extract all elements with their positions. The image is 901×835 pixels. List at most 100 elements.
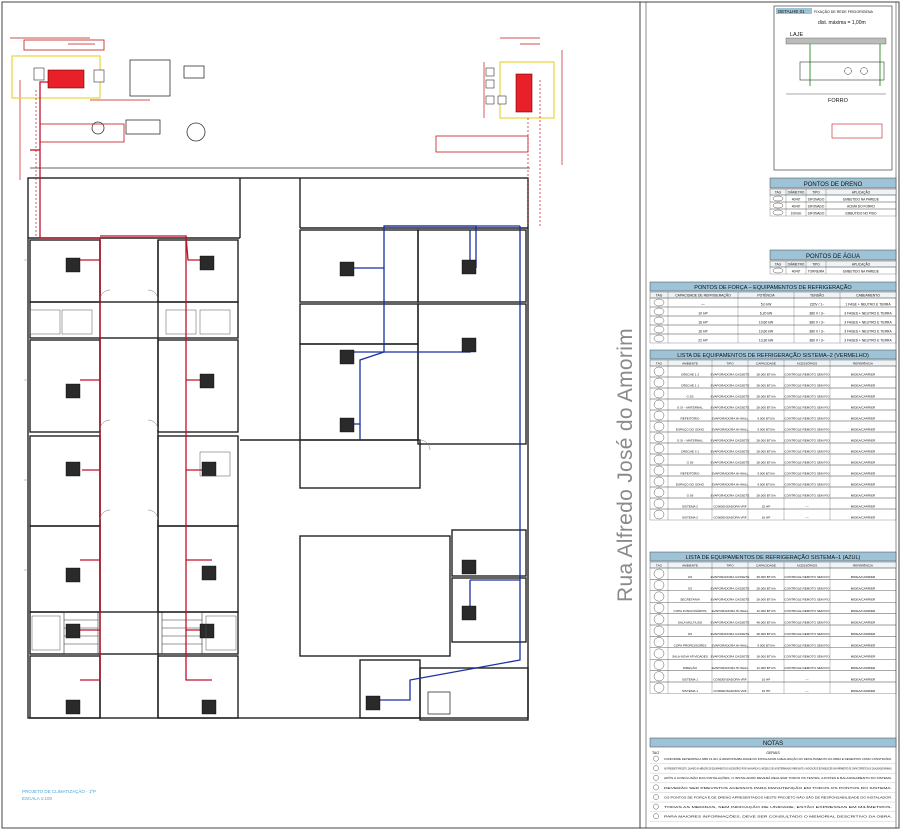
forca-cell: 5,0 kW <box>761 303 772 307</box>
sys2-tag-symbol <box>653 476 665 487</box>
sys2-cell: CONTROLE REMOTO SEM FIO <box>784 472 830 476</box>
sys2-cell: CRECHE 1 1 <box>681 384 700 388</box>
sys2-cell: MIDEA/CARRIER <box>851 428 876 432</box>
sys2-cell: G 5I – MATERNAL <box>677 439 703 443</box>
sys2-header-cell: REFERÊNCIA <box>853 360 874 365</box>
agua-tag-symbol <box>772 267 784 274</box>
building-walls <box>27 177 529 721</box>
dreno-title: PONTOS DE DRENO <box>804 182 863 188</box>
sys2-cell: G 5I – MATERNAL <box>677 406 703 410</box>
sys1-cell: CONTROLE REMOTO SEM FIO <box>784 621 830 625</box>
nota-item: DEVERÃO SER PREVISTOS ACESSOS PARA MANUT… <box>664 785 892 790</box>
sys2-tag-symbol <box>653 410 665 421</box>
sys2-cell: 28.000 BTU/h <box>756 450 775 454</box>
sys1-cell: COPA FUNCIONÁRIOS <box>674 609 707 613</box>
sys1-tag-symbol <box>653 603 665 613</box>
sys2-cell: ESPAÇO DO SONO <box>676 483 705 487</box>
forca-cell: 22 HP <box>698 339 708 343</box>
sys2-cell: CONDENSADORA VRF <box>713 516 746 520</box>
sys2-cell: CRECHE II 1 <box>681 450 700 454</box>
forca-tag-symbol <box>653 307 665 316</box>
sys1-cell: 28.000 BTU/h <box>756 586 775 590</box>
sys2-header-cell: TIPO <box>726 361 734 365</box>
evaporator-units <box>65 255 477 715</box>
sys1-cell: EVAPORADORA HI-WALL <box>712 643 749 647</box>
sys2-cell: MIDEA/CARRIER <box>851 384 876 388</box>
sys1-cell: — <box>805 678 809 682</box>
dreno-cell: ACIMA DO FORRO <box>847 205 876 209</box>
sys2-cell: EVAPORADORA CASSETE <box>711 384 750 388</box>
sys2-tag-symbol <box>653 421 665 432</box>
sys2-tag-symbol <box>653 388 665 399</box>
agua-cell: 40/40' <box>792 270 801 274</box>
dreno-header-cell: DIÂMETRO <box>788 190 805 194</box>
sys1-cell: G5 <box>688 575 692 579</box>
sys1-cell: MIDEA/CARRIER <box>851 632 876 636</box>
sys1-cell: G5 <box>688 632 692 636</box>
sys2-cell: 9.000 BTU/h <box>757 483 775 487</box>
sys2-cell: 28.000 BTU/h <box>756 373 775 377</box>
sys2-tag-symbol <box>653 487 665 498</box>
sys2-cell: CONTROLE REMOTO SEM FIO <box>784 395 830 399</box>
forca-title: PONTOS DE FORÇA – EQUIPAMENTOS DE REFRIG… <box>694 284 852 291</box>
sys1-cell: 28.000 BTU/h <box>756 598 775 602</box>
sys1-cell: EVAPORADORA CASSETE <box>711 655 750 659</box>
sys2-cell: CONTROLE REMOTO SEM FIO <box>784 450 830 454</box>
dreno-header-cell: TIPO <box>812 190 820 194</box>
sys1-tag-symbol <box>653 648 665 659</box>
sys2-cell: REFEITÓRIO <box>681 471 701 476</box>
sys2-tag-symbol <box>653 465 665 476</box>
detail-tag: DETALHE 01 <box>778 9 805 14</box>
dreno-row <box>769 201 897 210</box>
sys1-cell: MIDEA/CARRIER <box>851 575 876 579</box>
sys1-header-cell: REFERÊNCIA <box>853 562 874 567</box>
room-doors <box>99 289 431 521</box>
system2-piping-dash <box>35 80 541 238</box>
forca-cell: 3 FASES + NEUTRO E TERRA <box>844 321 892 325</box>
sys2-tag-symbol <box>653 498 665 509</box>
sys1-tag-symbol <box>653 568 665 579</box>
forca-cell: 380 V / 3~ <box>809 321 825 325</box>
sys1-title: LISTA DE EQUIPAMENTOS DE REFRIGERAÇÃO SI… <box>686 554 861 561</box>
sys1-cell: SISTEMA 1 <box>682 689 698 693</box>
sys1-header-cell: ACESSÓRIOS <box>797 562 817 567</box>
dreno-cell: EMBUTIDO NO PISO <box>846 212 878 216</box>
sys2-cell: 22 HP <box>762 505 771 509</box>
sys1-cell: MIDEA/CARRIER <box>851 678 876 682</box>
sys1-tag-symbol <box>653 580 665 590</box>
dreno-header-cell: TAG <box>775 190 782 194</box>
forca-cell: 3 FASES + NEUTRO E TERRA <box>844 339 892 343</box>
sys2-cell: MIDEA/CARRIER <box>851 472 876 476</box>
sys1-cell: EVAPORADORA CASSETE <box>711 575 750 579</box>
forca-cell: 13,30 kW <box>759 339 774 343</box>
detail-ceiling: FORRO <box>828 98 849 104</box>
nota-tag-symbol <box>653 765 659 772</box>
forca-cell: 16 HP <box>698 321 708 325</box>
dreno-cell: EMBUTIDO NA PAREDE <box>843 198 879 202</box>
agua-header-cell: TIPO <box>812 262 820 266</box>
forca-header-cell: POTÊNCIA <box>757 292 775 297</box>
sys2-cell: EVAPORADORA HI-WALL <box>712 472 749 476</box>
sys2-cell: REFEITÓRIO <box>681 416 701 421</box>
sys2-cell: 28.000 BTU/h <box>756 439 775 443</box>
forca-cell: 6,20 kW <box>760 312 773 316</box>
sys2-header-cell: CAPACIDADE <box>756 361 776 365</box>
agua-cell: EMBUTIDO NA PAREDE <box>843 270 879 274</box>
forca-header-cell: TAG <box>656 293 663 297</box>
sys2-cell: CONTROLE REMOTO SEM FIO <box>784 428 830 432</box>
sys2-cell: G 5II <box>687 461 694 465</box>
sys2-cell: EVAPORADORA CASSETE <box>711 450 750 454</box>
wall-openings <box>24 259 28 571</box>
sys1-cell: EVAPORADORA HI-WALL <box>712 609 749 613</box>
dreno-cell: 40/40' <box>792 198 801 202</box>
sys2-tag-symbol <box>653 454 665 465</box>
legend-panel: DETALHE 01 FIXAÇÃO DE REDE FRIGORÍGENA d… <box>645 2 897 828</box>
sys2-cell: EVAPORADORA HI-WALL <box>712 428 749 432</box>
notas-title: NOTAS <box>763 741 783 747</box>
